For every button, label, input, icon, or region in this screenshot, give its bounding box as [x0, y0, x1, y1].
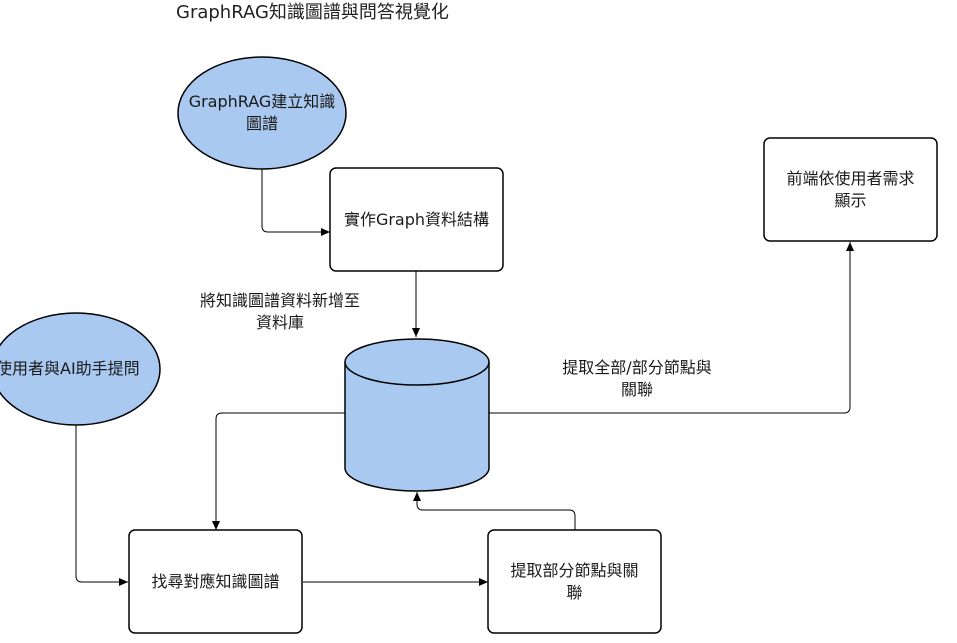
node-user-question-ellipse	[0, 312, 161, 426]
node-database-cylinder	[344, 338, 490, 492]
node-extract-partial-label: 提取部分節點與關 聯	[488, 530, 661, 633]
edge-build-to-implement	[261, 168, 330, 236]
node-implement-graph-box	[329, 167, 504, 272]
node-extract-partial-box	[487, 529, 662, 634]
edge-user-to-find	[75, 425, 128, 586]
node-implement-graph-label: 實作Graph資料結構	[330, 168, 503, 271]
node-find-kg-box	[128, 529, 303, 634]
node-build-kg-label: GraphRAG建立知識 圖譜	[172, 86, 352, 140]
node-frontend-display-line2: 顯示	[834, 190, 867, 210]
diagram-title: GraphRAG知識圖譜與問答視覺化	[176, 2, 449, 23]
node-find-kg-line1: 找尋對應知識圖譜	[151, 571, 280, 591]
edge-extract-to-database	[413, 492, 576, 530]
node-extract-partial-line2: 聯	[566, 582, 583, 602]
edge-label-add-to-db-line2: 資料庫	[255, 313, 304, 332]
node-user-question-line1: 使用者與AI助手提問	[0, 359, 140, 378]
edge-label-extract-all-line1: 提取全部/部分節點與	[562, 358, 712, 377]
edge-label-extract-all: 提取全部/部分節點與 關聯	[530, 355, 744, 403]
node-extract-partial-line1: 提取部分節點與關	[510, 560, 639, 580]
node-frontend-display-box	[763, 137, 938, 242]
node-frontend-display-line1: 前端依使用者需求	[786, 168, 915, 188]
node-implement-graph-line1: 實作Graph資料結構	[343, 209, 490, 229]
node-find-kg-label: 找尋對應知識圖譜	[129, 530, 302, 633]
edge-label-extract-all-line2: 關聯	[620, 380, 653, 399]
edge-label-add-to-db-line1: 將知識圖譜資料新增至	[199, 291, 360, 310]
edge-database-to-frontend	[489, 242, 854, 414]
edge-database-to-find	[212, 412, 345, 530]
node-build-kg-line2: 圖譜	[245, 114, 278, 133]
node-build-kg-ellipse	[177, 56, 347, 170]
edge-label-add-to-db: 將知識圖譜資料新增至 資料庫	[168, 288, 392, 336]
node-user-question-label: 使用者與AI助手提問	[0, 358, 160, 380]
node-build-kg-line1: GraphRAG建立知識	[188, 92, 336, 111]
node-frontend-display-label: 前端依使用者需求 顯示	[764, 138, 937, 241]
